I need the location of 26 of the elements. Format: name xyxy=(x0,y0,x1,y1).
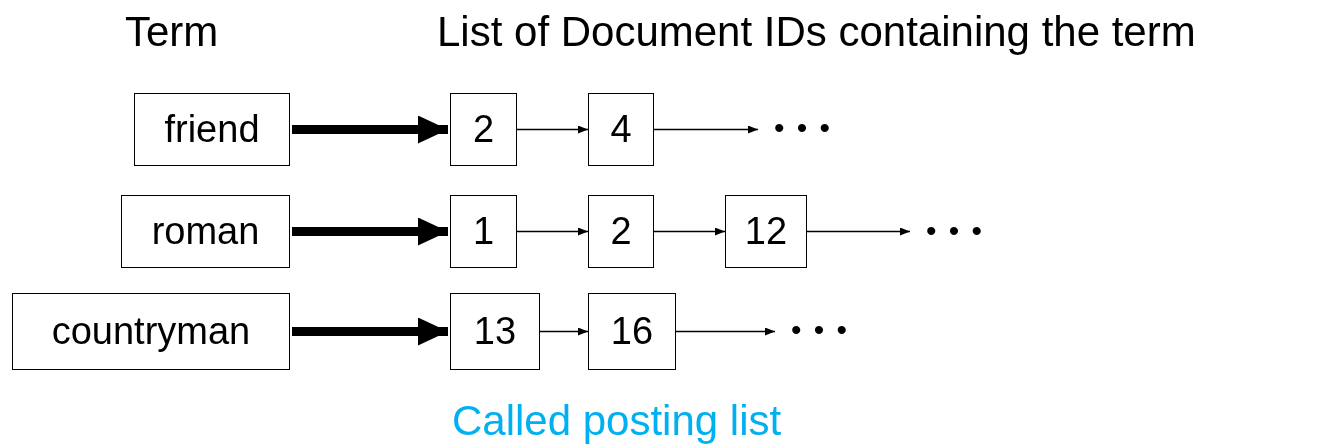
arrow xyxy=(539,327,589,336)
arrow xyxy=(653,227,726,236)
thick-arrow xyxy=(292,317,448,346)
ellipsis: • • • xyxy=(758,105,848,151)
document-id-box: 2 xyxy=(588,195,654,268)
thick-arrow xyxy=(292,217,448,246)
arrow xyxy=(516,227,589,236)
term-box: countryman xyxy=(12,293,290,370)
arrow xyxy=(516,125,589,134)
arrow xyxy=(806,227,911,236)
column-heading: Term xyxy=(125,8,219,56)
arrow xyxy=(653,125,759,134)
column-heading: List of Document IDs containing the term xyxy=(437,8,1196,56)
document-id-box: 13 xyxy=(450,293,540,370)
document-id-box: 4 xyxy=(588,93,654,166)
caption: Called posting list xyxy=(452,397,782,445)
ellipsis: • • • xyxy=(910,208,1000,254)
document-id-box: 2 xyxy=(450,93,517,166)
document-id-box: 16 xyxy=(588,293,676,370)
term-box: roman xyxy=(121,195,290,268)
thick-arrow xyxy=(292,115,448,144)
document-id-box: 1 xyxy=(450,195,517,268)
ellipsis: • • • xyxy=(775,307,865,353)
arrow xyxy=(675,327,776,336)
document-id-box: 12 xyxy=(725,195,807,268)
term-box: friend xyxy=(134,93,290,166)
